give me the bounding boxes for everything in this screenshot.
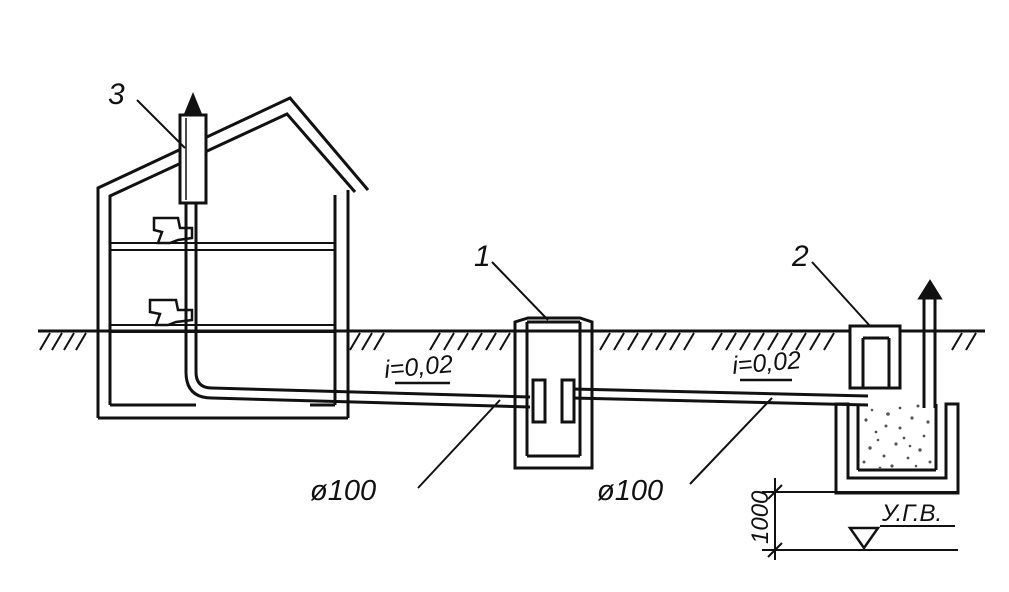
ground-hatching — [39, 332, 977, 351]
callout-1: 1 — [474, 240, 491, 273]
house-floor-slabs — [110, 242, 335, 333]
vent-cap-icon — [183, 92, 203, 115]
water-level-marker-icon — [847, 526, 881, 551]
septic-tank — [513, 316, 594, 470]
inlet-tee — [531, 378, 547, 424]
depth-dimension: 1000 — [747, 490, 774, 544]
ground-surface — [38, 329, 985, 351]
groundwater-dimension — [762, 478, 958, 560]
filter-well-top-hatch — [848, 324, 902, 390]
house-outer-wall — [96, 96, 370, 418]
toilet-upper-floor — [152, 216, 194, 245]
filter-well — [834, 279, 960, 495]
callout-3: 3 — [108, 78, 125, 111]
pipe-diameter-right: ø100 — [597, 475, 663, 507]
slope-label-left: i=0,02 — [383, 350, 454, 384]
slope-arrows — [395, 378, 792, 385]
drain-pipe-house-to-tank — [211, 386, 531, 409]
pipe-diameter-left: ø100 — [310, 475, 376, 507]
callout-2: 2 — [791, 240, 809, 273]
house-inner-wall — [108, 112, 357, 405]
house — [96, 96, 370, 420]
vent-riser — [178, 92, 213, 400]
filter-vent-cap-icon — [917, 279, 943, 300]
gravel-fill — [862, 404, 932, 470]
leader-lines — [136, 99, 871, 489]
groundwater-level-label: У.Г.В. — [881, 500, 942, 527]
toilet-lower-floor — [148, 298, 194, 327]
drain-pipe-tank-to-filter — [571, 387, 869, 407]
outlet-tee — [560, 378, 576, 424]
slope-label-right: i=0,02 — [731, 346, 802, 380]
